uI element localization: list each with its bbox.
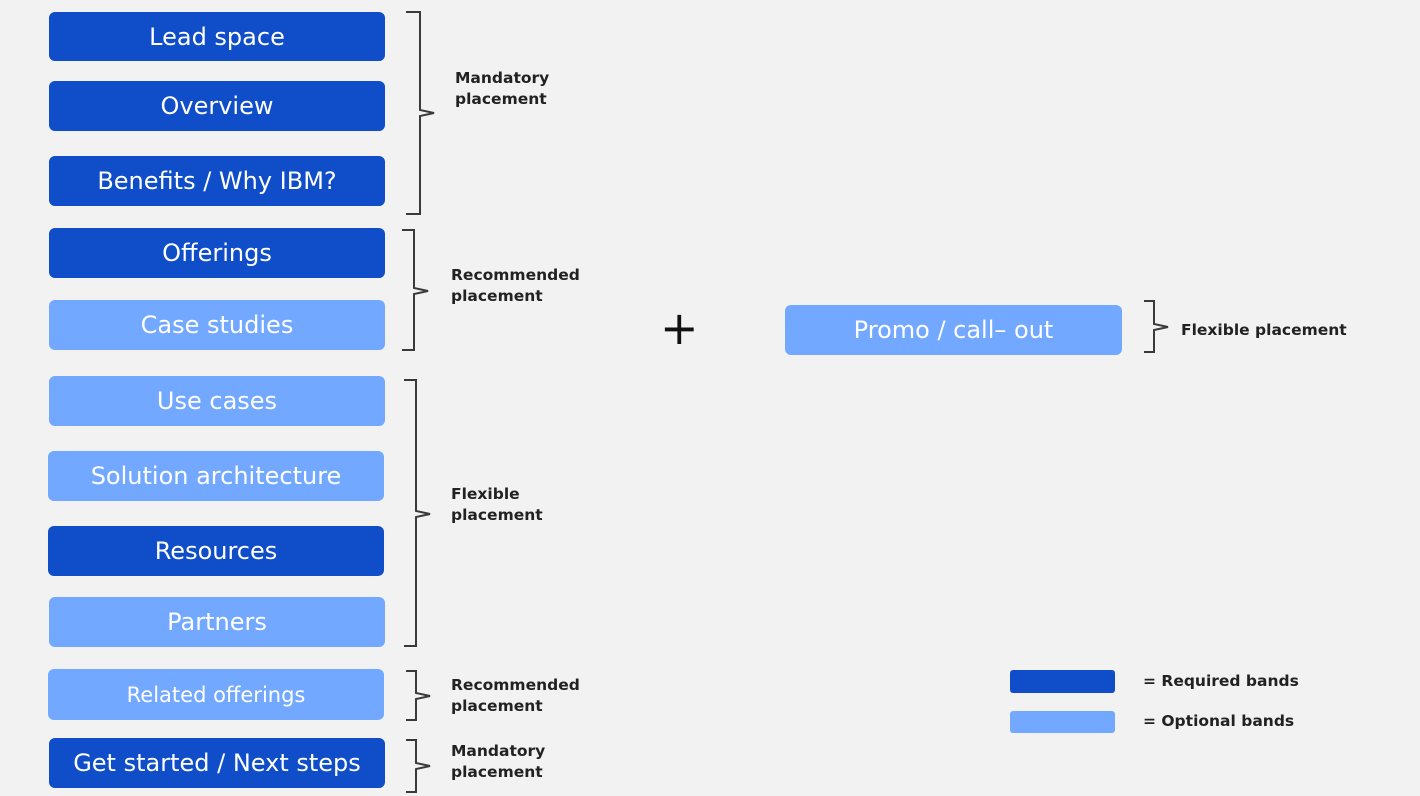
bracket-mandatory-bottom bbox=[406, 739, 431, 793]
band-resources: Resources bbox=[48, 526, 384, 576]
band-benefits: Benefits / Why IBM? bbox=[49, 156, 385, 206]
legend-required-label: = Required bands bbox=[1143, 672, 1299, 690]
group-label-line2: placement bbox=[451, 287, 543, 305]
band-use-cases: Use cases bbox=[49, 376, 385, 426]
band-overview: Overview bbox=[49, 81, 385, 131]
legend-optional-label: = Optional bands bbox=[1143, 712, 1295, 730]
band-lead-space: Lead space bbox=[49, 12, 385, 61]
legend-optional-swatch bbox=[1010, 711, 1115, 733]
group-label-line1: Recommended bbox=[451, 676, 580, 694]
bracket-recommended-top bbox=[402, 229, 429, 351]
group-label-mandatory-bottom: Mandatory placement bbox=[451, 741, 545, 783]
bracket-flexible bbox=[404, 379, 431, 647]
group-label-line2: placement bbox=[451, 697, 543, 715]
band-offerings: Offerings bbox=[49, 228, 385, 278]
band-get-started: Get started / Next steps bbox=[49, 738, 385, 788]
band-case-studies: Case studies bbox=[49, 300, 385, 350]
group-label-recommended-top: Recommended placement bbox=[451, 265, 580, 307]
group-label-line1: Flexible bbox=[451, 485, 520, 503]
bracket-promo bbox=[1144, 300, 1169, 353]
legend-required-swatch bbox=[1010, 670, 1115, 693]
group-label-line2: placement bbox=[455, 90, 547, 108]
group-label-recommended-bottom: Recommended placement bbox=[451, 675, 580, 717]
band-related-offerings: Related offerings bbox=[48, 669, 384, 720]
band-partners: Partners bbox=[49, 597, 385, 647]
promo-placement-label: Flexible placement bbox=[1181, 321, 1347, 339]
group-label-line1: Mandatory bbox=[451, 742, 546, 760]
group-label-line2: placement bbox=[451, 506, 543, 524]
group-label-line1: Recommended bbox=[451, 266, 580, 284]
group-label-line1: Mandatory bbox=[455, 69, 550, 87]
group-label-flexible: Flexible placement bbox=[451, 484, 543, 526]
band-promo-callout: Promo / call– out bbox=[785, 305, 1122, 355]
group-label-line2: placement bbox=[451, 763, 543, 781]
bracket-recommended-bottom bbox=[406, 670, 431, 721]
bracket-mandatory-top bbox=[406, 11, 435, 215]
group-label-mandatory-top: Mandatory placement bbox=[455, 68, 549, 110]
band-solution-architecture: Solution architecture bbox=[48, 451, 384, 501]
plus-icon: + bbox=[660, 301, 699, 355]
